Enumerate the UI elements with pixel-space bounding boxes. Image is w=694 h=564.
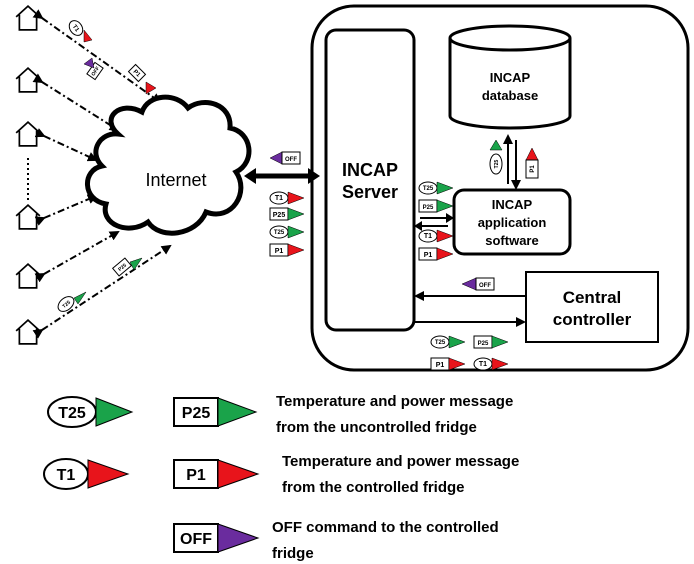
svg-text:T1: T1 [275,195,283,202]
tag-off-server: OFF [269,151,301,165]
svg-text:P1: P1 [424,252,433,259]
svg-text:T25: T25 [58,405,86,422]
legend-uncontrolled-line2: from the uncontrolled fridge [276,419,477,436]
tag-p1-ctrl: P1 [430,357,466,371]
tag-p1-top: P1 [127,63,157,95]
controller-server-link [414,291,526,327]
tag-p25-bottom: P25 [111,257,143,277]
tag-off-top: OFF [83,57,104,81]
tag-t1-stack: T1 [269,191,305,205]
svg-text:T1: T1 [57,467,76,484]
svg-text:P1: P1 [275,248,284,255]
legend-controlled-line2: from the controlled fridge [282,479,465,496]
svg-text:P25: P25 [117,262,128,272]
incap-system-container [310,4,690,372]
tag-t25-app: T25 [418,181,454,195]
app-label-line1: INCAP [492,197,533,212]
tag-t1-ctrl: T1 [473,357,509,371]
internet-label: Internet [145,170,206,190]
house-icon [15,263,41,289]
tag-t1-top: T1 [68,20,93,43]
controller-label-line2: controller [553,310,632,329]
server-app-link [414,213,454,231]
house-icon [15,5,41,31]
svg-text:P1: P1 [436,362,445,369]
tag-p1-stack: P1 [269,243,305,257]
app-software-box [452,188,572,256]
app-label-line2: application [478,215,547,230]
svg-text:P1: P1 [530,165,536,173]
database-label-line1: INCAP [490,70,531,85]
svg-text:T25: T25 [494,159,500,168]
database-label-line2: database [482,88,538,103]
house-icon [15,67,41,93]
tag-t25-db: T25 [489,139,503,175]
svg-text:P25: P25 [182,405,211,422]
svg-text:T1: T1 [71,24,80,34]
tag-t25-bottom: T25 [57,291,87,312]
server-label-line1: INCAP [342,160,398,180]
svg-text:OFF: OFF [285,157,297,163]
svg-text:P25: P25 [273,212,286,219]
svg-text:OFF: OFF [180,531,212,548]
legend-off-line1: OFF command to the controlled [272,519,499,536]
legend-off: OFF [173,523,260,553]
house-icon [15,204,41,230]
legend-t25: T25 [47,396,134,428]
tag-t25-ctrl: T25 [430,335,466,349]
legend-t1: T1 [43,458,130,490]
tag-t1-app: T1 [418,229,454,243]
incap-server-box [324,28,416,332]
svg-text:T25: T25 [423,186,434,192]
internet-cloud [85,94,252,236]
server-label-line2: Server [342,182,398,202]
svg-text:P25: P25 [423,205,434,211]
legend-p1: P1 [173,459,260,489]
legend-controlled-line1: Temperature and power message [282,453,519,470]
incap-database-cylinder [448,24,572,130]
svg-text:P25: P25 [478,341,489,347]
svg-text:T25: T25 [435,340,446,346]
house-icon [15,121,41,147]
legend-p25: P25 [173,397,258,427]
svg-text:P1: P1 [186,467,206,484]
house-icon [15,319,41,345]
internet-server-link [244,168,320,184]
house-connectors [32,9,172,339]
tag-p1-db: P1 [525,147,539,179]
legend-uncontrolled-line1: Temperature and power message [276,393,513,410]
db-app-link [503,134,521,190]
tag-p25-app: P25 [418,199,454,213]
tag-p1-app: P1 [418,247,454,261]
central-controller-box [525,271,659,343]
svg-text:T1: T1 [479,361,487,368]
app-label-line3: software [485,233,538,248]
tag-t25-stack: T25 [269,225,305,239]
svg-text:P1: P1 [132,69,142,79]
svg-text:T1: T1 [424,233,432,240]
controller-label-line1: Central [563,288,622,307]
svg-text:T25: T25 [61,300,72,310]
svg-text:OFF: OFF [479,283,491,289]
tag-p25-ctrl: P25 [473,335,509,349]
svg-text:OFF: OFF [90,66,101,78]
legend-off-line2: fridge [272,545,314,562]
tag-p25-stack: P25 [269,207,305,221]
svg-text:T25: T25 [274,230,285,236]
tag-off-controller: OFF [461,277,495,291]
